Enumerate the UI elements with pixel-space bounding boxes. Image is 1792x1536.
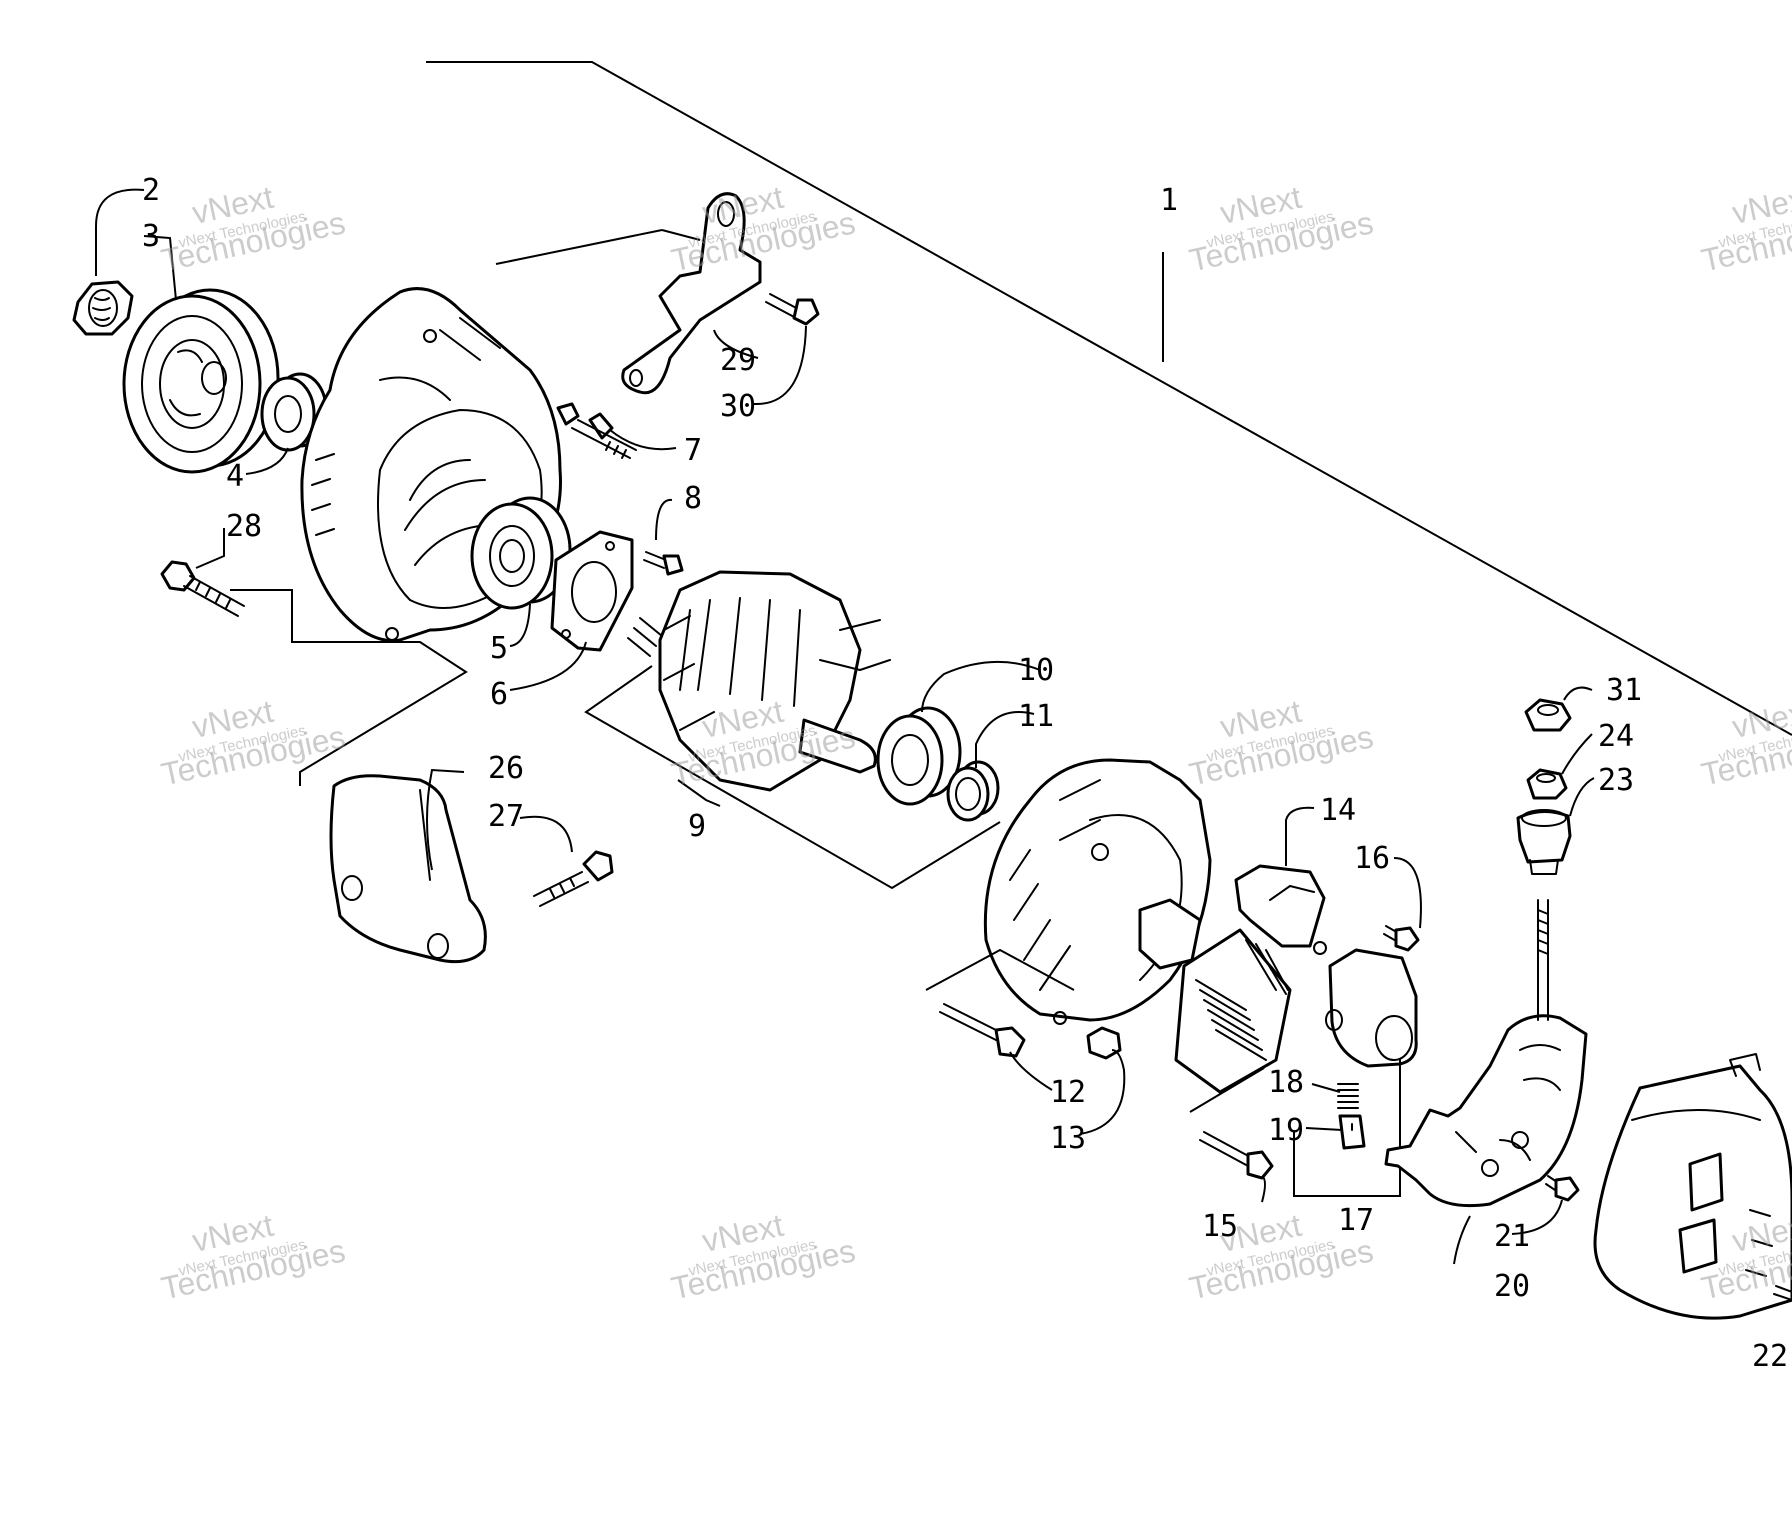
bracket-bolt [765,293,820,326]
assembly-bracket-1 [426,61,1792,736]
terminal-stud [1537,899,1549,1021]
callout-20: 20 [1494,1269,1530,1304]
callout-15: 15 [1202,1209,1238,1244]
callout-3: 3 [142,219,160,254]
pulley-nut [72,280,134,336]
bracket-mounting-bolt [533,850,614,907]
watermark-4: vNext Technologies vNext Technologies [1698,179,1792,279]
callout-12: 12 [1050,1075,1086,1110]
callout-11: 11 [1018,699,1054,734]
callout-5: 5 [490,631,508,666]
callout-10: 10 [1018,653,1054,688]
regulator-rectifier [1174,864,1326,1094]
frame-bracket [230,229,701,786]
brush-spring [1337,1083,1359,1109]
adjusting-bracket [621,192,762,395]
terminal-washer [1526,768,1568,800]
front-bearing [470,496,572,610]
rotor-assembly [627,570,891,792]
terminal-nut-top [1524,698,1572,732]
rear-housing [983,758,1212,1025]
terminal-nut [1086,1026,1122,1060]
callout-4: 4 [226,459,244,494]
callout-7: 7 [684,433,702,468]
callout-16: 16 [1354,841,1390,876]
callout-1: 1 [1160,183,1178,218]
watermark-9: vNext Technologies vNext Technologies [158,1207,348,1307]
callout-8: 8 [684,481,702,516]
callout-24: 24 [1598,719,1634,754]
callout-18: 18 [1268,1065,1304,1100]
watermark-5: vNext Technologies vNext Technologies [158,693,348,793]
retainer-screw [643,551,684,576]
callout-labels: 1 2 3 4 5 6 7 8 9 10 11 12 13 14 15 16 1… [142,173,1788,1374]
callout-13: 13 [1050,1121,1086,1156]
regulator-screw [1383,925,1420,952]
callout-31: 31 [1606,673,1642,708]
callout-26: 26 [488,751,524,786]
rear-bearing [876,706,962,806]
callout-14: 14 [1320,793,1356,828]
callout-23: 23 [1598,763,1634,798]
callout-19: 19 [1268,1113,1304,1148]
pulley [122,288,280,474]
brush-holder-screw [1199,1131,1274,1180]
watermark-3: vNext Technologies vNext Technologies [1186,179,1376,279]
rear-cover-bolt [1773,1285,1792,1301]
through-bolt [939,1003,1026,1058]
brush-holder-bracket [1189,1058,1401,1197]
watermark-8: vNext Technologies vNext Technologies [1698,693,1792,793]
watermark-1: vNext Technologies vNext Technologies [158,179,348,279]
leader-lines [95,188,1595,1265]
watermark-10: vNext Technologies vNext Technologies [668,1207,858,1307]
callout-9: 9 [688,809,706,844]
terminal-insulator [1516,809,1572,875]
rotor-bracket [584,665,1001,890]
bearing-retainer-plate [550,530,634,652]
watermark-7: vNext Technologies vNext Technologies [1186,693,1376,793]
callout-6: 6 [490,677,508,712]
brush [1338,1114,1366,1150]
callout-17: 17 [1338,1203,1374,1238]
callout-28: 28 [226,509,262,544]
rear-cover [1593,1053,1792,1320]
mounting-bracket [329,774,487,964]
stud-bolt [556,402,637,459]
rectifier [1384,1014,1588,1208]
rear-housing-bracket [925,948,1075,991]
callout-27: 27 [488,799,524,834]
rectifier-screw [1545,1175,1580,1202]
callout-22: 22 [1752,1339,1788,1374]
callout-21: 21 [1494,1219,1530,1254]
bearing-cover-ring [946,760,1000,822]
brush-holder [1313,941,1418,1068]
callout-29: 29 [720,343,756,378]
mounting-bolt [160,560,245,617]
callout-30: 30 [720,389,756,424]
callout-2: 2 [142,173,160,208]
